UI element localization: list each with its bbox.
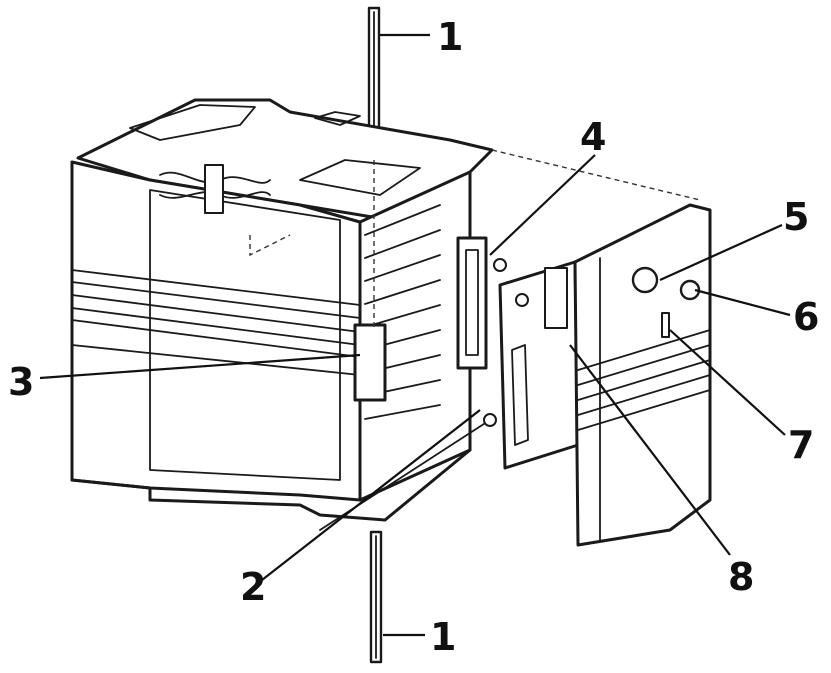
callout-label-vent-valve: 5 xyxy=(783,195,809,239)
outer-door xyxy=(573,203,712,547)
assembly-guides xyxy=(249,149,701,330)
inner-door-panel xyxy=(498,260,580,470)
hinge-bracket xyxy=(456,236,507,370)
callout-label-inner-door-panel: 8 xyxy=(728,555,754,599)
callout-label-side-handle: 3 xyxy=(8,360,34,404)
callout-label-door-latch-knob: 6 xyxy=(793,295,819,339)
cabinet-body xyxy=(70,98,494,522)
callout-label-door-hinge-bracket: 4 xyxy=(580,115,606,159)
side-handle xyxy=(353,323,387,402)
callout-label-rod-bottom: 1 xyxy=(430,615,456,659)
bottom-rod xyxy=(369,530,383,664)
callout-label-rod-top: 1 xyxy=(437,15,463,59)
leader-lines xyxy=(39,33,791,637)
callout-label-door-slot: 7 xyxy=(788,423,814,467)
callout-label-hinge-pin: 2 xyxy=(240,565,266,609)
